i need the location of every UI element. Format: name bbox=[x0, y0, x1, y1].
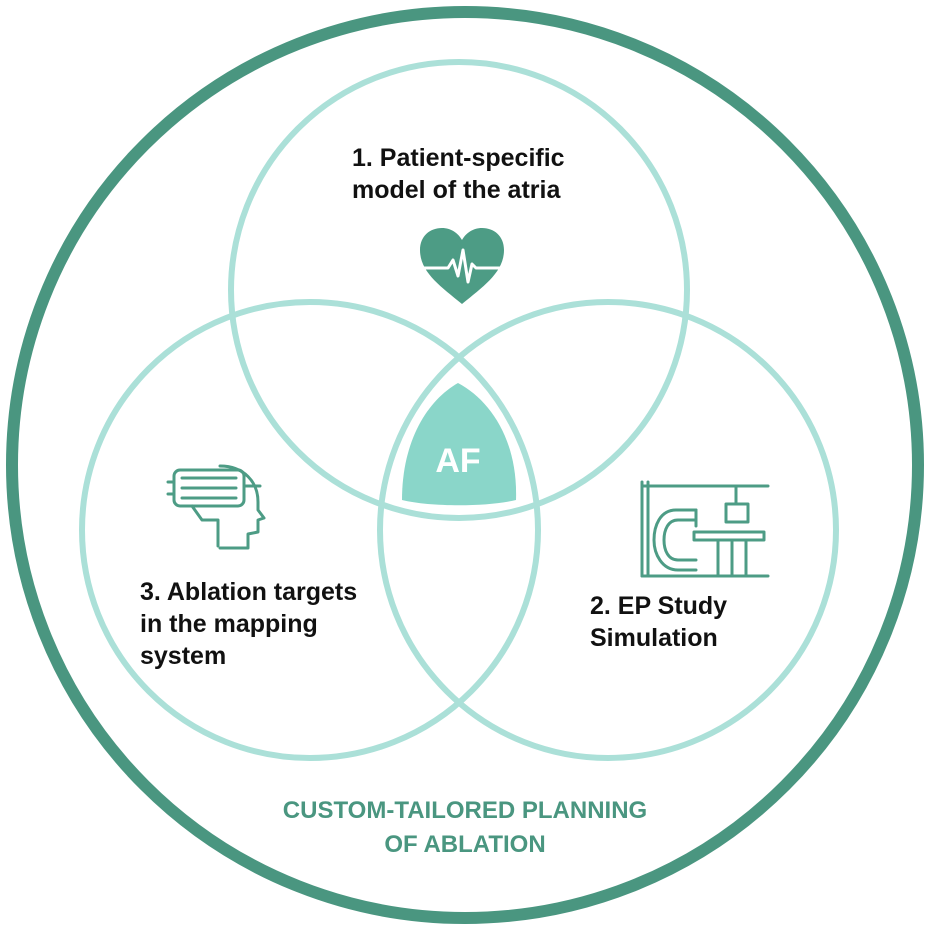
venn-circle-top bbox=[228, 59, 690, 521]
footer-line: CUSTOM-TAILORED PLANNING bbox=[282, 797, 648, 824]
label-line: system bbox=[140, 642, 227, 670]
label-ep-study-simulation: 2. EP Study Simulation bbox=[590, 590, 727, 654]
venn-circle-right bbox=[377, 299, 839, 761]
ep-lab-scanner-icon bbox=[640, 480, 770, 578]
footer-line: OF ABLATION bbox=[384, 831, 546, 858]
venn-circle-left bbox=[79, 299, 541, 761]
label-line: 3. Ablation targets bbox=[140, 578, 358, 606]
label-patient-specific-model: 1. Patient-specific model of the atria bbox=[352, 142, 565, 206]
center-label: AF bbox=[435, 442, 480, 480]
label-line: in the mapping bbox=[140, 610, 318, 638]
footer-caption: CUSTOM-TAILORED PLANNING OF ABLATION bbox=[215, 794, 715, 862]
label-line: 1. Patient-specific bbox=[352, 144, 565, 172]
center-intersection-region bbox=[402, 383, 517, 506]
label-line: model of the atria bbox=[352, 176, 561, 204]
vr-headset-head-icon bbox=[166, 464, 266, 550]
label-line: Simulation bbox=[590, 624, 718, 652]
label-ablation-targets: 3. Ablation targets in the mapping syste… bbox=[140, 576, 357, 672]
heart-ecg-icon bbox=[420, 228, 504, 304]
outer-ring bbox=[6, 6, 924, 924]
label-line: 2. EP Study bbox=[590, 592, 728, 620]
